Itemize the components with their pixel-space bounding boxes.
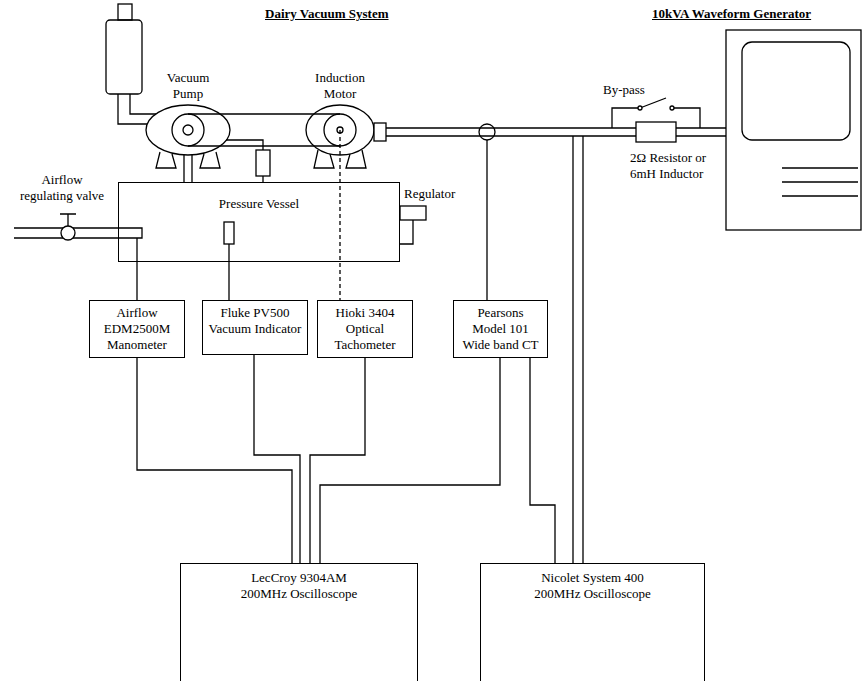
part-name: By-pass [603,82,645,98]
regulator-pipe [400,220,413,244]
oscilloscope-box: Nicolet System 400 200MHz Oscilloscope [480,563,705,681]
connector-line [254,355,300,563]
vacuum-sensor [224,222,234,244]
voltage-leads [573,136,583,563]
instrument-box: Hioki 3404 Optical Tachometer [317,300,413,358]
text-holder: LecCroy 9304AM 200MHz Oscilloscope [228,564,370,602]
node-text: Pressure Vessel [159,196,359,212]
valve-handle [60,214,76,226]
label-holder: 10kVA Waveform Generator [652,6,811,22]
regulator-symbol [400,206,426,220]
node-text: Pearsons Model 101 Wide band CT [461,305,541,353]
part-name: Induction Motor [308,70,372,102]
node-text: LecCroy 9304AM 200MHz Oscilloscope [228,570,370,602]
section-heading: 10kVA Waveform Generator [652,6,811,22]
exhaust-cap [118,4,132,20]
connector-line [228,262,229,300]
label-holder: By-pass [603,82,645,98]
ct-lead [486,140,487,300]
label-holder: Induction Motor [308,70,372,102]
valve-body [61,226,75,240]
oscilloscope-box: LecCroy 9304AM 200MHz Oscilloscope [180,563,418,681]
pressure-vessel: Pressure Vessel [118,182,400,262]
pump-shaft [183,125,193,135]
pump-pulley [172,114,204,146]
text-holder: Pearsons Model 101 Wide band CT [461,301,541,353]
node-text: Nicolet System 400 200MHz Oscilloscope [522,570,664,602]
pump-pipe [184,155,192,182]
motor-coupling [374,123,386,141]
generator-cabinet [726,30,861,230]
label-holder: Vacuum Pump [162,70,214,102]
connector-line [136,262,137,300]
part-name: Vacuum Pump [162,70,214,102]
generator-screen [742,42,850,140]
connector-line [530,358,555,563]
label-holder: Airflow regulating valve [18,172,106,204]
part-name: Airflow regulating valve [18,172,106,204]
text-holder: Fluke PV500 Vacuum Indicator [205,301,305,337]
connector-line [320,358,500,563]
drive-belt [188,114,340,146]
switch-contact [638,106,642,110]
text-holder: Airflow EDM2500M Manometer [95,301,179,353]
generator-panel-lines [782,168,858,196]
resistor-symbol [636,122,676,142]
node-text: Airflow EDM2500M Manometer [95,305,179,353]
instrument-box: Airflow EDM2500M Manometer [89,300,185,358]
current-transformer [479,124,495,140]
part-name: Regulator [404,186,455,202]
node-text: Fluke PV500 Vacuum Indicator [205,305,305,337]
section-heading: Dairy Vacuum System [265,6,389,22]
connector-line [310,358,365,563]
text-holder: Nicolet System 400 200MHz Oscilloscope [522,564,664,602]
label-holder: Dairy Vacuum System [265,6,389,22]
part-name: 2Ω Resistor or 6mH Inductor [630,150,718,182]
tachometer-beam [339,130,340,300]
airflow-pipe [14,228,142,238]
instrument-box: Fluke PV500 Vacuum Indicator [202,300,308,355]
interceptor [256,150,270,176]
text-holder: Pressure Vessel [159,183,359,212]
exhaust-silencer [106,20,142,94]
instrument-box: Pearsons Model 101 Wide band CT [453,300,548,358]
text-holder: Hioki 3404 Optical Tachometer [321,301,409,353]
label-holder: Regulator [404,186,455,202]
switch-contact [670,106,674,110]
label-holder: 2Ω Resistor or 6mH Inductor [630,150,718,182]
manometer-tap [136,238,137,262]
sensor-lead [228,244,229,262]
connector-line [137,358,292,563]
node-text: Hioki 3404 Optical Tachometer [321,305,409,353]
vacuum-pump-body [146,105,230,155]
